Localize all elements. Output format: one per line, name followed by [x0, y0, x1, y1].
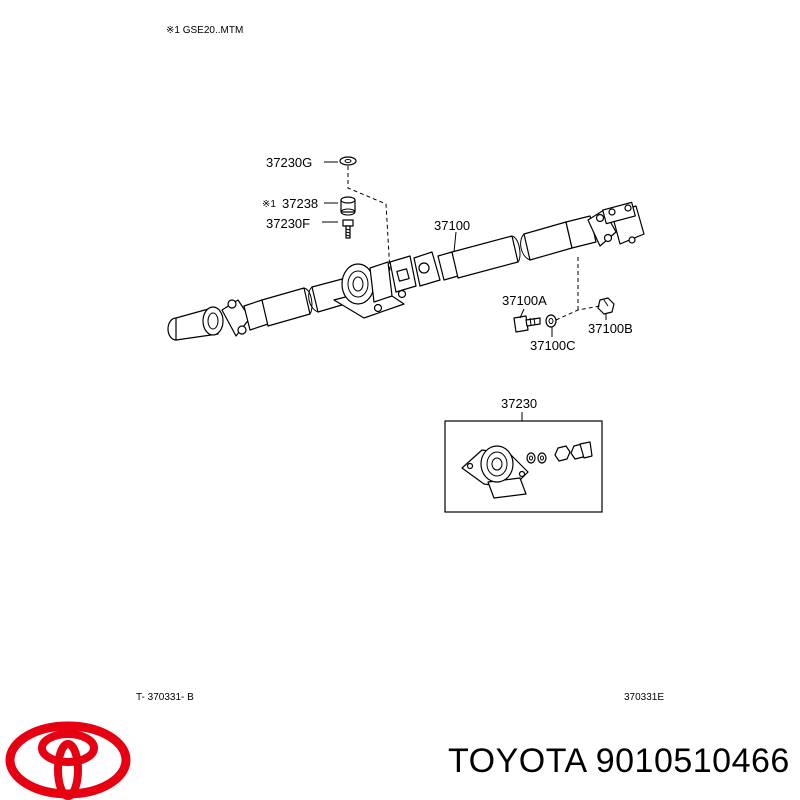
label-37238: 37238 [282, 196, 318, 211]
washer-37230G [339, 156, 357, 166]
washer-37100C [545, 314, 557, 328]
front-flange-yoke [167, 299, 269, 341]
detail-washers [526, 452, 547, 464]
propeller-shaft-assembly [167, 201, 645, 341]
label-37100C: 37100C [530, 338, 576, 353]
rear-flange-yoke [565, 201, 645, 249]
explode-line-mount [347, 166, 391, 273]
label-37100: 37100 [434, 218, 470, 233]
center-universal-joint [389, 251, 459, 299]
footer-right-code: 370331E [624, 692, 664, 703]
center-support-bearing [333, 261, 405, 319]
brand-title: TOYOTA 9010510466 [448, 742, 790, 780]
label-37238-prefix: ※1 [262, 199, 276, 210]
toyota-logo [5, 721, 131, 800]
center-bearing-detail [461, 445, 529, 499]
label-37230G: 37230G [266, 155, 312, 170]
detail-box-37230 [444, 420, 603, 513]
detail-nuts [554, 441, 593, 462]
bolt-37100A [513, 315, 541, 333]
label-37230: 37230 [501, 396, 537, 411]
label-37100B: 37100B [588, 321, 633, 336]
bolt-37230F [342, 219, 354, 239]
label-37100A: 37100A [502, 293, 547, 308]
footer-left-code: T- 370331- B [136, 692, 194, 703]
cushion-37238 [340, 196, 356, 216]
label-37230F: 37230F [266, 216, 310, 231]
header-note: ※1 GSE20..MTM [166, 25, 243, 36]
nut-37100B [597, 297, 615, 315]
